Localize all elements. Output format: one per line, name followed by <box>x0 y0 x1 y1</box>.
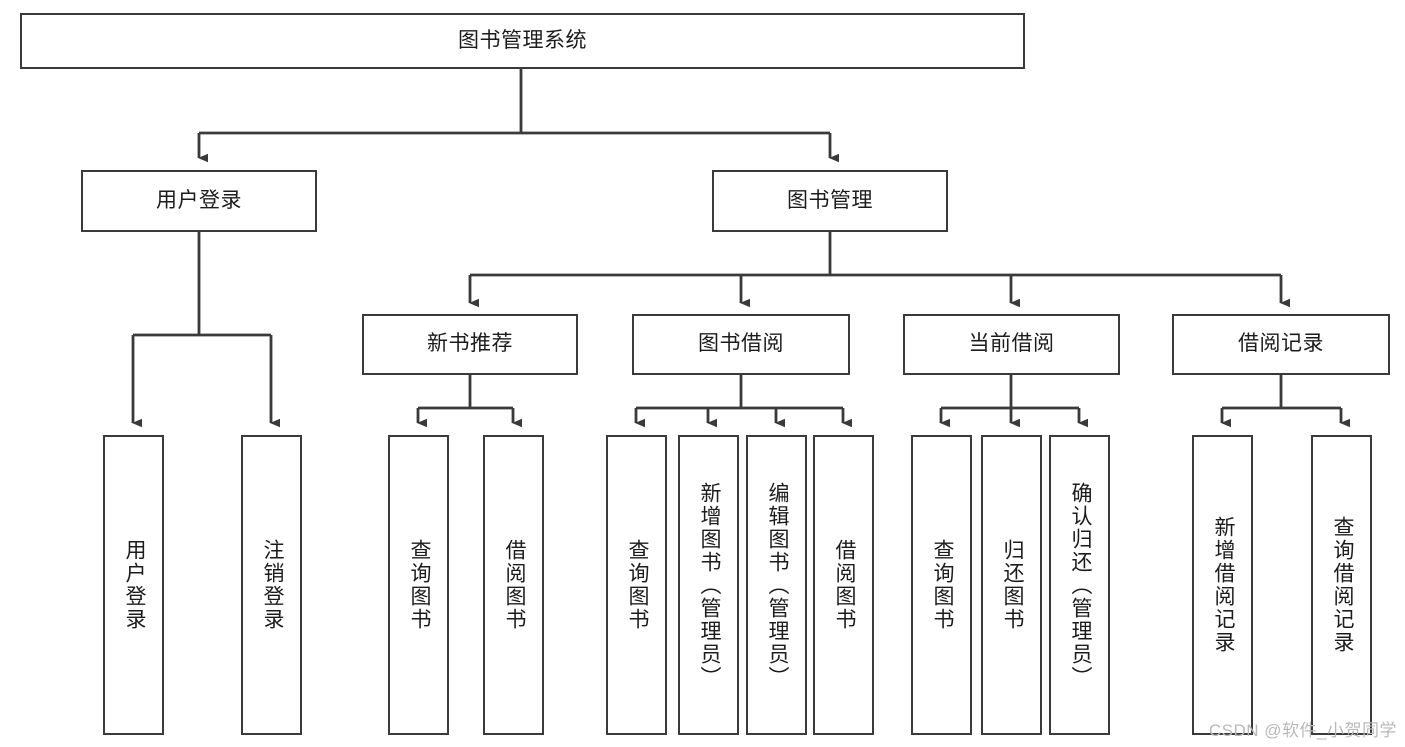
leaf-query-book-recommend[interactable]: 查询图书 <box>388 435 449 735</box>
node-label: 归还图书 <box>1000 539 1024 631</box>
node-label: 查询借阅记录 <box>1330 516 1354 654</box>
node-label: 查询图书 <box>407 539 431 631</box>
node-label: 当前借阅 <box>968 332 1055 356</box>
leaf-add-borrow-record[interactable]: 新增借阅记录 <box>1192 435 1253 735</box>
leaf-logout[interactable]: 注销登录 <box>241 435 302 735</box>
node-label: 用户登录 <box>122 539 146 631</box>
leaf-borrow-book-recommend[interactable]: 借阅图书 <box>483 435 544 735</box>
leaf-add-book-admin[interactable]: 新增图书（管理员） <box>678 435 739 735</box>
node-label: 查询图书 <box>625 539 649 631</box>
node-new-book-recommend[interactable]: 新书推荐 <box>362 314 578 375</box>
leaf-query-book-borrow[interactable]: 查询图书 <box>606 435 667 735</box>
watermark: CSDN @软件_小贺同学 <box>1208 721 1397 740</box>
node-label: 图书管理系统 <box>458 28 587 52</box>
node-label: 借阅图书 <box>832 539 856 631</box>
node-label: 借阅图书 <box>502 539 526 631</box>
node-label: 图书借阅 <box>698 332 784 356</box>
node-book-borrow[interactable]: 图书借阅 <box>632 314 850 375</box>
leaf-confirm-return-admin[interactable]: 确认归还（管理员） <box>1049 435 1110 735</box>
node-label: 查询图书 <box>930 539 954 631</box>
node-label: 新书推荐 <box>427 332 513 356</box>
node-label: 图书管理 <box>787 188 873 212</box>
node-label: 新增图书（管理员） <box>697 481 721 689</box>
node-root-system[interactable]: 图书管理系统 <box>20 13 1025 69</box>
node-label: 注销登录 <box>260 539 284 631</box>
node-borrow-record[interactable]: 借阅记录 <box>1172 314 1390 375</box>
leaf-query-book-current[interactable]: 查询图书 <box>911 435 972 735</box>
node-book-management[interactable]: 图书管理 <box>712 170 948 232</box>
node-user-login[interactable]: 用户登录 <box>81 170 317 232</box>
node-label: 新增借阅记录 <box>1211 516 1235 654</box>
node-label: 确认归还（管理员） <box>1068 481 1092 689</box>
node-label: 用户登录 <box>156 188 242 212</box>
leaf-query-borrow-record[interactable]: 查询借阅记录 <box>1311 435 1372 735</box>
leaf-edit-book-admin[interactable]: 编辑图书（管理员） <box>746 435 807 735</box>
node-current-borrow[interactable]: 当前借阅 <box>903 314 1120 375</box>
leaf-user-login[interactable]: 用户登录 <box>103 435 164 735</box>
node-label: 编辑图书（管理员） <box>765 481 789 689</box>
node-label: 借阅记录 <box>1238 332 1324 356</box>
leaf-borrow-book[interactable]: 借阅图书 <box>813 435 874 735</box>
leaf-return-book[interactable]: 归还图书 <box>981 435 1042 735</box>
